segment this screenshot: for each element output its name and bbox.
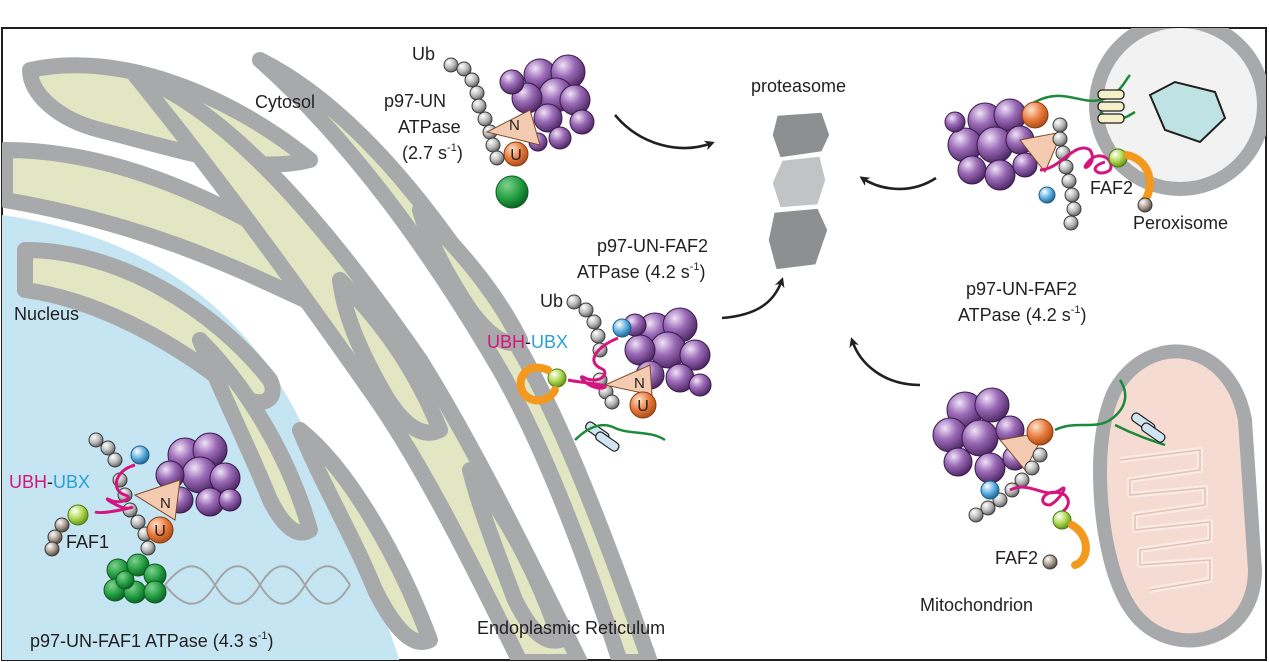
p97-complex-nucleus: N U (44, 432, 351, 605)
cytosol-complex-rate: (2.7 s-1) (402, 142, 463, 163)
ubh-ubx-label-er: UBH-UBX (487, 332, 568, 352)
proteasome-label: proteasome (751, 76, 846, 96)
peroxisome-label: Peroxisome (1133, 213, 1228, 233)
u-domain-label-nucleus: U (154, 523, 166, 540)
faf2-label-peroxisome: FAF2 (1090, 178, 1133, 198)
n-domain-label-er: N (634, 375, 645, 392)
mitochondrion-label: Mitochondrion (920, 595, 1033, 615)
flow-arrows (614, 114, 937, 387)
p97-complex-peroxisome (944, 74, 1154, 231)
er-label: Endoplasmic Reticulum (477, 618, 665, 638)
ub-label-cytosol: Ub (412, 44, 435, 64)
proteasome (767, 111, 831, 271)
cytosol-complex-atpase: ATPase (398, 117, 461, 137)
nucleus-label: Nucleus (14, 304, 79, 324)
faf1-label: FAF1 (66, 532, 109, 552)
er-complex-rate: ATPase (4.2 s-1) (577, 261, 706, 282)
er-network (2, 52, 658, 660)
u-domain-label-er: U (637, 398, 649, 415)
organelle-complex-name: p97-UN-FAF2 (966, 279, 1077, 299)
mitochondrion (1092, 344, 1263, 648)
peroxisome (1089, 28, 1266, 196)
arrow-er-to-proteasome (721, 277, 785, 320)
p97-complex-er: N U (516, 294, 712, 452)
arrow-mito-to-proteasome (849, 337, 921, 387)
faf2-label-mitochondrion: FAF2 (995, 548, 1038, 568)
p97-complex-mitochondrion (932, 379, 1166, 570)
arrow-peroxisome-to-proteasome (859, 176, 937, 191)
ubh-ubx-label-nucleus: UBH-UBX (9, 472, 90, 492)
cytosol-label: Cytosol (255, 92, 315, 112)
p97-complex-cytosol: N U (443, 54, 595, 209)
n-domain-label: N (509, 117, 520, 134)
u-domain-label: U (510, 147, 522, 164)
organelle-complex-rate: ATPase (4.2 s-1) (958, 304, 1087, 325)
nucleus-complex-rate: p97-UN-FAF1 ATPase (4.3 s-1) (30, 630, 274, 651)
cytosol-complex-name: p97-UN (384, 91, 446, 111)
n-domain-label-nucleus: N (160, 495, 171, 512)
arrow-cytosol-to-proteasome (614, 114, 715, 151)
ub-label-er: Ub (540, 291, 563, 311)
er-complex-name: p97-UN-FAF2 (597, 236, 708, 256)
